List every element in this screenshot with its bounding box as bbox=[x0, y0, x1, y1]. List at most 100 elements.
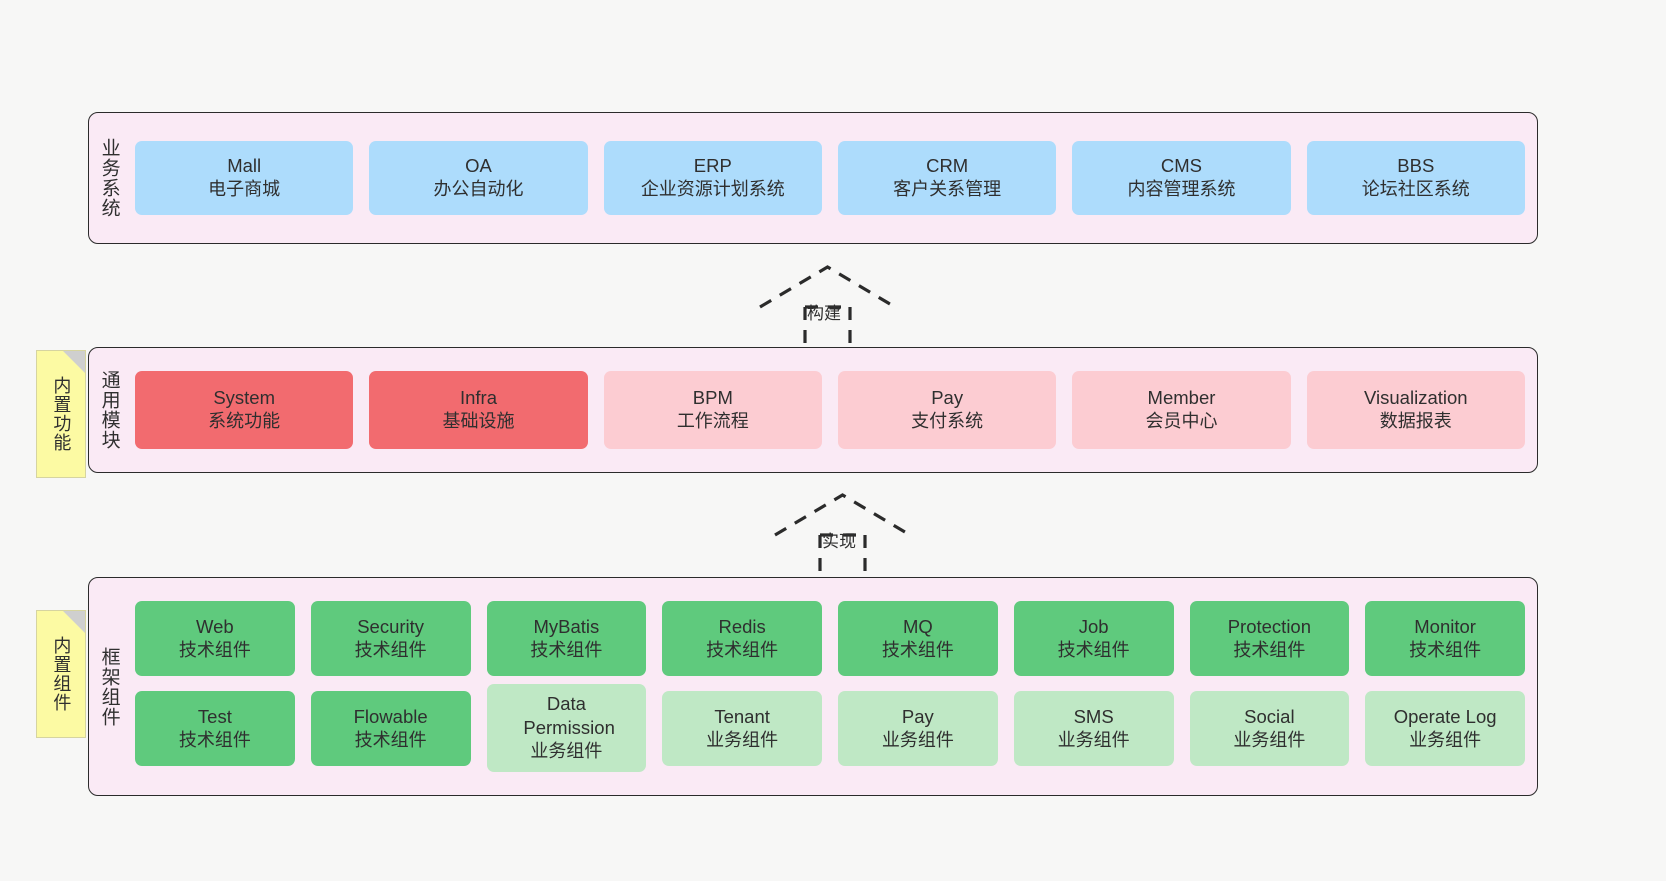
card-subtitle: 系统功能 bbox=[208, 411, 281, 432]
layer-body-common-module: System 系统功能 Infra 基础设施 BPM 工作流程 Pay 支付系统… bbox=[129, 348, 1537, 472]
card-crm[interactable]: CRM 客户关系管理 bbox=[837, 141, 1057, 215]
connector-build-label: 构建 bbox=[807, 304, 841, 323]
card-title: SMS bbox=[1073, 705, 1114, 727]
card-visualization[interactable]: Visualization 数据报表 bbox=[1306, 371, 1525, 449]
card-subtitle: 数据报表 bbox=[1379, 411, 1452, 432]
card-subtitle: 技术组件 bbox=[178, 639, 251, 660]
card-bpm[interactable]: BPM 工作流程 bbox=[603, 371, 822, 449]
layer-business-system: 业务系统 Mall 电子商城 OA 办公自动化 ERP 企业资源计划系统 CRM… bbox=[88, 112, 1538, 244]
card-oa[interactable]: OA 办公自动化 bbox=[369, 141, 588, 215]
card-tenant[interactable]: Tenant 业务组件 bbox=[662, 691, 822, 766]
connector-implement-label: 实现 bbox=[822, 532, 856, 551]
card-row: Test 技术组件 Flowable 技术组件 Data Permission … bbox=[135, 684, 1525, 772]
arrowhead-implement bbox=[774, 493, 911, 537]
card-title: Pay bbox=[901, 705, 934, 727]
card-title: Operate Log bbox=[1393, 705, 1497, 727]
card-member[interactable]: Member 会员中心 bbox=[1072, 371, 1291, 449]
card-subtitle: 基础设施 bbox=[442, 411, 515, 432]
card-subtitle: 办公自动化 bbox=[433, 179, 524, 200]
layer-title-framework-component: 框架组件 bbox=[98, 646, 120, 727]
card-operate-log[interactable]: Operate Log 业务组件 bbox=[1365, 691, 1525, 766]
note-fold-corner-icon bbox=[63, 611, 85, 633]
card-title: OA bbox=[465, 155, 492, 177]
card-protection[interactable]: Protection 技术组件 bbox=[1189, 601, 1350, 676]
card-subtitle: 技术组件 bbox=[706, 639, 779, 660]
card-title: ERP bbox=[693, 155, 732, 177]
card-data-permission[interactable]: Data Permission 业务组件 bbox=[486, 684, 647, 772]
card-cms[interactable]: CMS 内容管理系统 bbox=[1072, 141, 1291, 215]
connector-build: 构建 bbox=[755, 262, 900, 346]
card-title: BPM bbox=[692, 387, 733, 409]
card-subtitle: 技术组件 bbox=[1233, 639, 1306, 660]
card-web[interactable]: Web 技术组件 bbox=[135, 601, 295, 676]
card-title: Protection bbox=[1227, 615, 1312, 637]
layer-common-module: 通用模块 System 系统功能 Infra 基础设施 BPM 工作流程 Pay… bbox=[88, 347, 1538, 473]
card-title: CRM bbox=[926, 155, 969, 177]
card-flowable[interactable]: Flowable 技术组件 bbox=[310, 691, 471, 766]
card-test[interactable]: Test 技术组件 bbox=[135, 691, 295, 766]
card-sms[interactable]: SMS 业务组件 bbox=[1013, 691, 1174, 766]
card-system[interactable]: System 系统功能 bbox=[135, 371, 354, 449]
layer-title-common-module: 通用模块 bbox=[98, 370, 120, 450]
card-subtitle: 业务组件 bbox=[881, 729, 954, 750]
layer-title-business-system: 业务系统 bbox=[98, 138, 120, 218]
card-subtitle: 业务组件 bbox=[1409, 729, 1482, 750]
card-subtitle: 客户关系管理 bbox=[893, 179, 1002, 200]
arrowhead-build bbox=[759, 265, 896, 309]
note-builtin-components: 内置组件 bbox=[36, 610, 86, 738]
card-subtitle: 电子商城 bbox=[208, 179, 281, 200]
note-builtin-features: 内置功能 bbox=[36, 350, 86, 478]
card-job[interactable]: Job 技术组件 bbox=[1013, 601, 1174, 676]
card-subtitle: 业务组件 bbox=[1233, 729, 1306, 750]
card-title: Flowable bbox=[353, 705, 428, 727]
connector-implement: 实现 bbox=[770, 490, 915, 574]
card-title: Monitor bbox=[1414, 615, 1476, 637]
card-social[interactable]: Social 业务组件 bbox=[1189, 691, 1350, 766]
card-security[interactable]: Security 技术组件 bbox=[310, 601, 471, 676]
card-row: Mall 电子商城 OA 办公自动化 ERP 企业资源计划系统 CRM 客户关系… bbox=[135, 141, 1525, 215]
note-label: 内置功能 bbox=[51, 376, 72, 452]
card-title: Test bbox=[197, 705, 232, 727]
card-subtitle: 支付系统 bbox=[911, 411, 984, 432]
card-title: CMS bbox=[1160, 155, 1203, 177]
card-mybatis[interactable]: MyBatis 技术组件 bbox=[486, 601, 647, 676]
card-subtitle: 技术组件 bbox=[354, 729, 427, 750]
arrowshaft-implement bbox=[818, 533, 867, 572]
card-pay-component[interactable]: Pay 业务组件 bbox=[838, 691, 998, 766]
card-title: Data Permission bbox=[523, 693, 615, 739]
card-mq[interactable]: MQ 技术组件 bbox=[838, 601, 998, 676]
card-title: MQ bbox=[902, 615, 933, 637]
card-title: Social bbox=[1244, 705, 1295, 727]
card-subtitle: 技术组件 bbox=[178, 729, 251, 750]
card-title: Visualization bbox=[1364, 387, 1468, 409]
card-row: System 系统功能 Infra 基础设施 BPM 工作流程 Pay 支付系统… bbox=[135, 371, 1525, 449]
card-row: Web 技术组件 Security 技术组件 MyBatis 技术组件 Redi… bbox=[135, 601, 1525, 676]
note-label: 内置组件 bbox=[51, 636, 72, 712]
card-subtitle: 业务组件 bbox=[1057, 729, 1130, 750]
card-redis[interactable]: Redis 技术组件 bbox=[662, 601, 822, 676]
card-pay-module[interactable]: Pay 支付系统 bbox=[837, 371, 1057, 449]
card-monitor[interactable]: Monitor 技术组件 bbox=[1365, 601, 1525, 676]
layer-body-business-system: Mall 电子商城 OA 办公自动化 ERP 企业资源计划系统 CRM 客户关系… bbox=[129, 113, 1537, 243]
card-subtitle: 论坛社区系统 bbox=[1361, 179, 1470, 200]
card-infra[interactable]: Infra 基础设施 bbox=[369, 371, 588, 449]
card-mall[interactable]: Mall 电子商城 bbox=[135, 141, 354, 215]
card-erp[interactable]: ERP 企业资源计划系统 bbox=[603, 141, 822, 215]
card-subtitle: 技术组件 bbox=[1057, 639, 1130, 660]
card-title: MyBatis bbox=[533, 615, 600, 637]
card-subtitle: 工作流程 bbox=[676, 411, 749, 432]
card-title: System bbox=[213, 387, 275, 409]
card-bbs[interactable]: BBS 论坛社区系统 bbox=[1306, 141, 1525, 215]
note-fold-corner-icon bbox=[63, 351, 85, 373]
card-title: Tenant bbox=[714, 705, 770, 727]
card-subtitle: 企业资源计划系统 bbox=[640, 179, 785, 200]
arrowshaft-build bbox=[803, 305, 852, 344]
card-title: Job bbox=[1078, 615, 1109, 637]
card-title: Mall bbox=[227, 155, 262, 177]
layer-framework-component: 框架组件 Web 技术组件 Security 技术组件 MyBatis 技术组件… bbox=[88, 577, 1538, 796]
card-title: Pay bbox=[931, 387, 964, 409]
layer-body-framework-component: Web 技术组件 Security 技术组件 MyBatis 技术组件 Redi… bbox=[129, 578, 1537, 795]
card-subtitle: 技术组件 bbox=[1409, 639, 1482, 660]
card-subtitle: 技术组件 bbox=[881, 639, 954, 660]
card-subtitle: 内容管理系统 bbox=[1127, 179, 1236, 200]
